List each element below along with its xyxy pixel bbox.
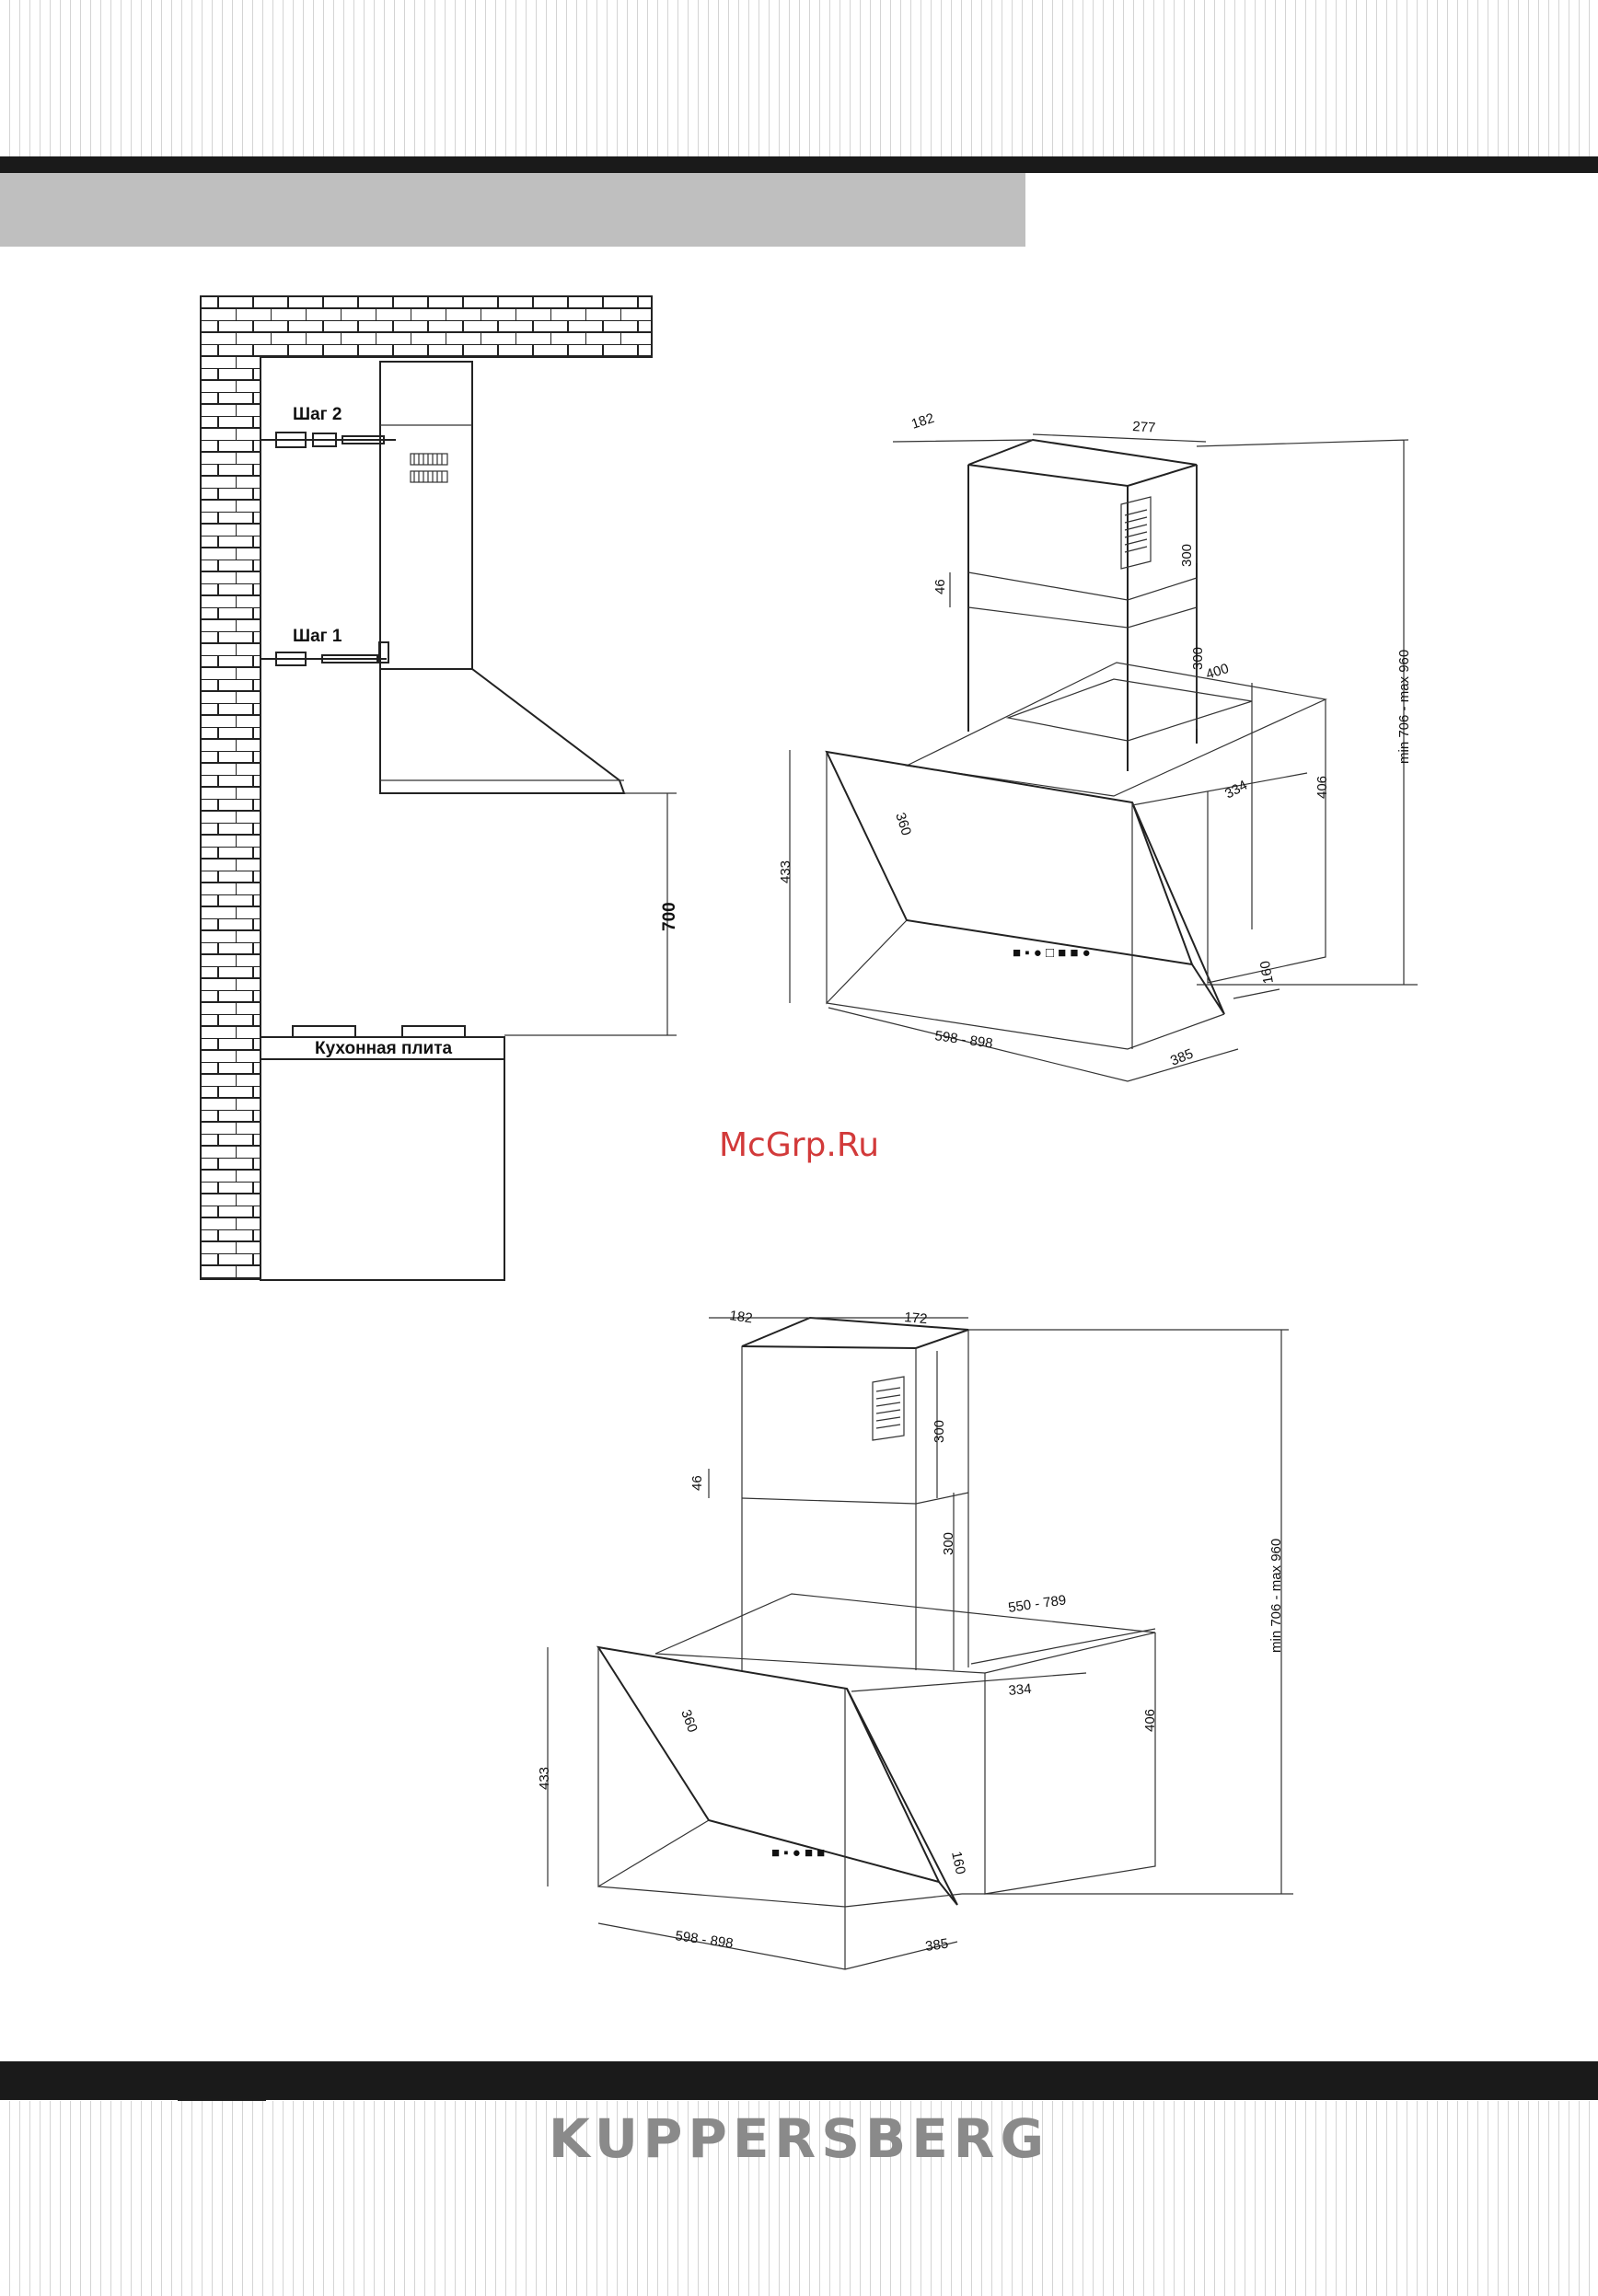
stove-body [261, 1059, 504, 1280]
dim-433: 433 [537, 1767, 552, 1790]
dim-406: 406 [1142, 1709, 1158, 1732]
dim-182: 182 [728, 1308, 753, 1326]
dim-400: 400 [1204, 661, 1231, 683]
dim-406: 406 [1314, 776, 1330, 799]
dim-433: 433 [778, 860, 793, 883]
screw-step2-icon [261, 433, 396, 447]
dim-277: 277 [1132, 419, 1156, 436]
dim-46: 46 [932, 579, 948, 594]
dim-300b: 300 [1190, 647, 1206, 670]
svg-text:■ ▪ ● ■ ■: ■ ▪ ● ■ ■ [771, 1845, 825, 1861]
dim-height-range: min 706 - max 960 [1396, 650, 1412, 764]
dim-160: 160 [948, 1850, 968, 1875]
hood-drawing-bottom: ■ ▪ ● ■ ■ [548, 1318, 1293, 1969]
hood-drawing-top: ■ ▪ ● □ ■ ■ ● [790, 434, 1418, 1081]
dim-550-789: 550 - 789 [1007, 1592, 1067, 1616]
dim-46: 46 [689, 1475, 705, 1491]
dim-598-898: 598 - 898 [674, 1928, 734, 1952]
dim-300b: 300 [941, 1532, 956, 1555]
step2-label: Шаг 2 [293, 405, 342, 424]
hood-canopy [380, 669, 624, 793]
dim-334: 334 [1222, 778, 1250, 802]
brand-logo: KUPPERSBERG [0, 2107, 1598, 2170]
dimension-labels-top: 182 277 300 300 46 400 334 406 360 433 5… [778, 410, 1412, 1069]
dim-360: 360 [677, 1708, 701, 1735]
dimension-labels-bottom: 182 172 300 300 46 550 - 789 334 406 360… [537, 1308, 1284, 1955]
dim-height-range: min 706 - max 960 [1268, 1539, 1284, 1653]
dim-598-898: 598 - 898 [933, 1028, 993, 1052]
dim-300a: 300 [932, 1420, 947, 1443]
dim-172: 172 [904, 1310, 928, 1327]
dim-385: 385 [924, 1936, 949, 1955]
hood-chimney [380, 362, 472, 669]
dim-182: 182 [909, 410, 936, 433]
step1-label: Шаг 1 [293, 627, 342, 646]
dim-160: 160 [1257, 960, 1277, 986]
stove-label: Кухонная плита [315, 1039, 453, 1058]
dim-385: 385 [1168, 1046, 1196, 1069]
footer-bar [0, 2061, 1598, 2100]
stove-burner-right [402, 1026, 465, 1037]
watermark: McGrp.Ru [0, 1126, 1598, 1164]
dim-360: 360 [892, 811, 914, 837]
vent-grille-icon [1121, 497, 1151, 569]
dim-334: 334 [1008, 1681, 1032, 1699]
height-700-label: 700 [660, 902, 679, 931]
vent-grille-icon [873, 1377, 904, 1440]
vent-grille-icon [411, 454, 447, 482]
height-dimension [504, 793, 677, 1035]
dim-300a: 300 [1179, 544, 1195, 567]
stove-burner-left [293, 1026, 355, 1037]
svg-text:■ ▪ ● □ ■ ■ ●: ■ ▪ ● □ ■ ■ ● [1013, 945, 1091, 961]
